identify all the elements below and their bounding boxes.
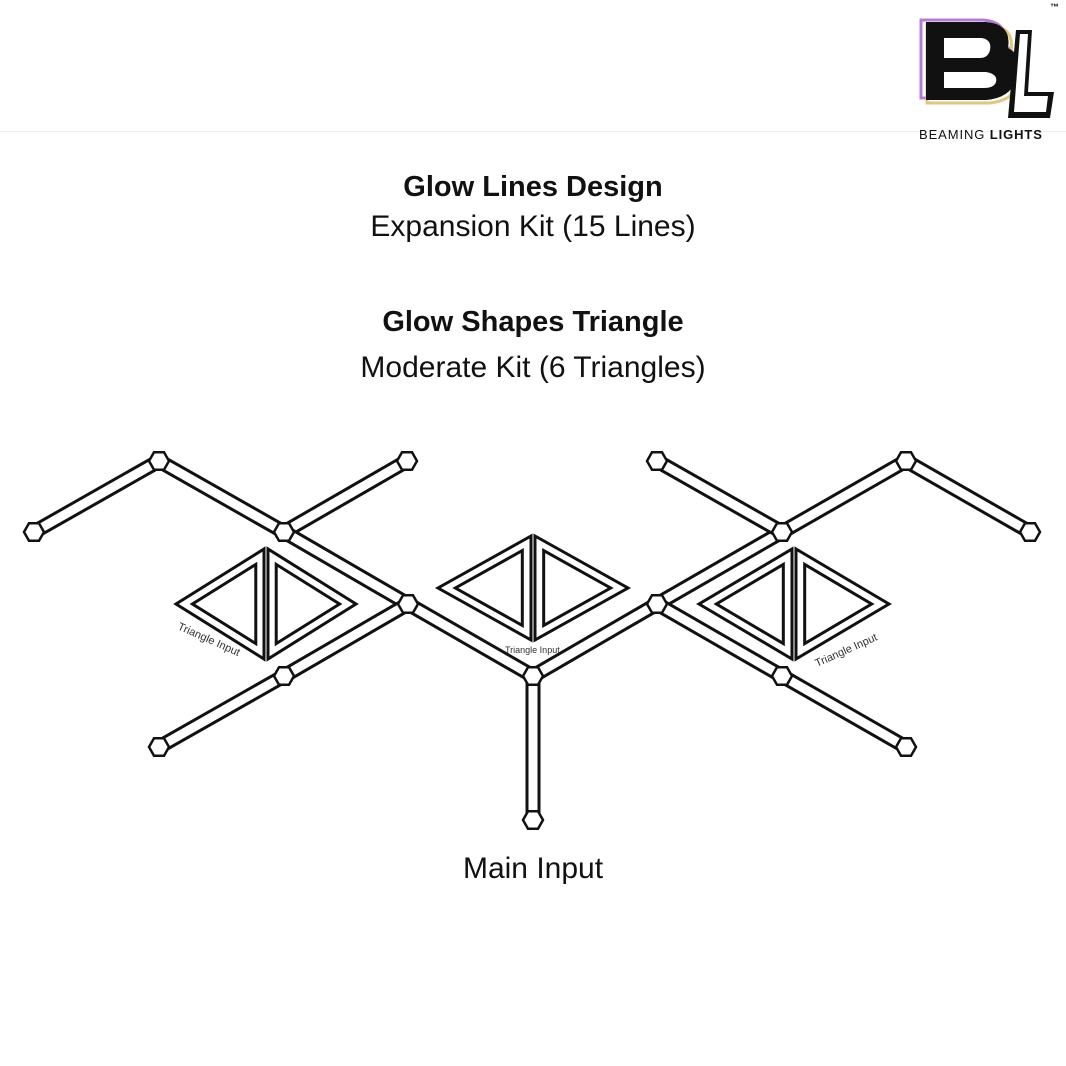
triangle-input-label-center: Triangle Input: [505, 645, 560, 655]
connector-node: [395, 451, 419, 471]
glow-line-inner: [405, 600, 536, 680]
glow-line-inner: [281, 600, 411, 680]
connector-node: [645, 594, 669, 614]
glow-line-inner: [654, 528, 785, 608]
glow-triangle-inner: [274, 561, 343, 647]
connector-node: [645, 451, 669, 471]
connector-node: [147, 451, 171, 471]
brand-logo: ™ BEAMING LIGHTS: [912, 0, 1066, 150]
connector-node: [770, 666, 794, 686]
glow-line-inner: [31, 457, 162, 536]
brand-name-bold: LIGHTS: [989, 127, 1043, 142]
connector-node: [770, 522, 794, 542]
connector-node: [1018, 522, 1042, 542]
glow-line-inner: [779, 672, 909, 751]
trademark-symbol: ™: [1050, 2, 1059, 12]
shapes-triangle-title: Glow Shapes Triangle: [382, 306, 684, 338]
connector-node: [147, 737, 171, 757]
glow-line-inner: [654, 600, 785, 680]
connector-node: [22, 522, 46, 542]
glow-line-inner: [281, 528, 411, 608]
header-divider: [0, 131, 1066, 132]
connector-node: [272, 522, 296, 542]
lines-design-title: Glow Lines Design: [403, 171, 663, 203]
brand-name: BEAMING LIGHTS: [919, 127, 1043, 142]
glow-triangle-inner: [452, 548, 524, 628]
glow-line-inner: [530, 600, 660, 680]
glow-triangle-inner: [542, 548, 614, 628]
connector-node: [272, 666, 296, 686]
connector-node: [894, 451, 918, 471]
glow-line-inner: [156, 672, 287, 751]
glow-lines-group: [30, 454, 1034, 820]
main-input-label: Main Input: [462, 852, 604, 885]
glow-line-inner: [779, 457, 909, 536]
glow-triangle-inner: [713, 561, 785, 647]
brand-name-light: BEAMING: [919, 127, 986, 142]
glow-line-inner: [903, 457, 1033, 536]
connector-node: [521, 666, 545, 686]
glow-line-inner: [156, 457, 287, 536]
bl-logo-mark-icon: [919, 18, 1054, 118]
lines-kit-subtitle: Expansion Kit (15 Lines): [370, 210, 696, 243]
glow-triangle-inner: [189, 561, 258, 647]
connector-node: [521, 810, 545, 830]
connector-node: [894, 737, 918, 757]
glow-triangles-group: [173, 533, 892, 662]
connector-nodes-group: [22, 451, 1042, 830]
connector-node: [396, 594, 420, 614]
glow-line-inner: [654, 457, 785, 536]
shapes-kit-subtitle: Moderate Kit (6 Triangles): [360, 351, 706, 384]
glow-line-inner: [281, 457, 410, 536]
glow-triangle-inner: [803, 561, 875, 647]
